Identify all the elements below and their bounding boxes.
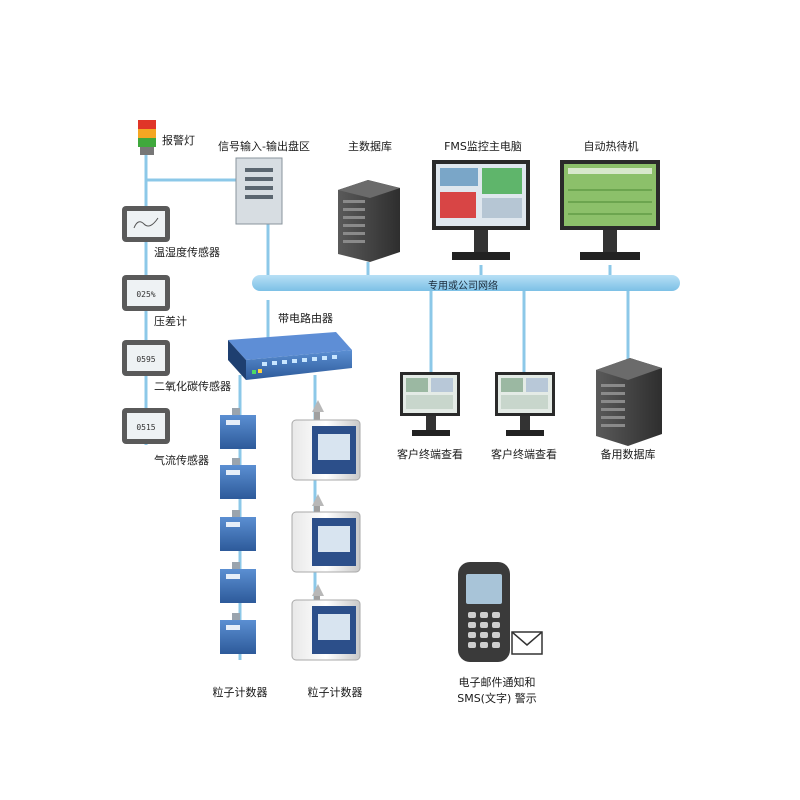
- label-notify-line2: SMS(文字) 警示: [457, 692, 537, 705]
- label-client-1: 客户终端查看: [397, 448, 463, 461]
- sensor-airflow-icon: 0515: [122, 408, 170, 444]
- sensor-temp-humidity-icon: [122, 206, 170, 242]
- label-temp-humidity: 温湿度传感器: [154, 246, 220, 259]
- particle-counter-large-icon: [291, 494, 361, 573]
- large-particle-counters: [291, 400, 361, 661]
- label-router: 带电路由器: [278, 312, 333, 325]
- router-icon: [228, 332, 352, 380]
- label-hot-standby: 自动热待机: [583, 140, 639, 153]
- small-particle-counters: [220, 408, 256, 654]
- label-particle-counter-2: 粒子计数器: [307, 686, 363, 699]
- io-panel-icon: [235, 157, 283, 225]
- network-bar: [252, 275, 680, 291]
- alarm-light-icon: [138, 120, 156, 155]
- label-network: 专用或公司网络: [428, 281, 498, 292]
- particle-counter-small-icon: [220, 562, 256, 603]
- label-io-panel: 信号输入-输出盘区: [218, 140, 310, 153]
- svg-text:0595: 0595: [136, 355, 155, 364]
- label-airflow: 气流传感器: [154, 454, 209, 467]
- svg-text:025%: 025%: [136, 290, 155, 299]
- label-particle-counter-1: 粒子计数器: [212, 686, 268, 699]
- particle-counter-large-icon: [291, 584, 361, 661]
- particle-counter-small-icon: [220, 510, 256, 551]
- fms-monitor-icon: [432, 160, 530, 260]
- backup-db-server-icon: [596, 358, 662, 446]
- label-co2: 二氧化碳传感器: [154, 380, 231, 393]
- particle-counter-small-icon: [220, 458, 256, 499]
- sensor-co2-icon: 0595: [122, 340, 170, 376]
- particle-counter-large-icon: [291, 400, 361, 481]
- standby-monitor-icon: [560, 160, 660, 260]
- label-alarm-light: 报警灯: [162, 134, 195, 147]
- particle-counter-small-icon: [220, 408, 256, 449]
- client-monitor-2-icon: [495, 372, 555, 436]
- particle-counter-small-icon: [220, 613, 256, 654]
- label-notify-line1: 电子邮件通知和: [458, 676, 536, 689]
- svg-text:0515: 0515: [136, 423, 155, 432]
- label-main-db: 主数据库: [348, 140, 392, 153]
- label-fms-pc: FMS监控主电脑: [444, 140, 522, 153]
- client-monitor-1-icon: [400, 372, 460, 436]
- envelope-icon: [511, 631, 543, 655]
- label-client-2: 客户终端查看: [491, 448, 557, 461]
- main-db-server-icon: [338, 180, 400, 262]
- mobile-phone-icon: [458, 562, 510, 662]
- label-backup-db: 备用数据库: [600, 448, 656, 461]
- label-pressure-diff: 压差计: [154, 315, 187, 328]
- sensor-pressure-icon: 025%: [122, 275, 170, 311]
